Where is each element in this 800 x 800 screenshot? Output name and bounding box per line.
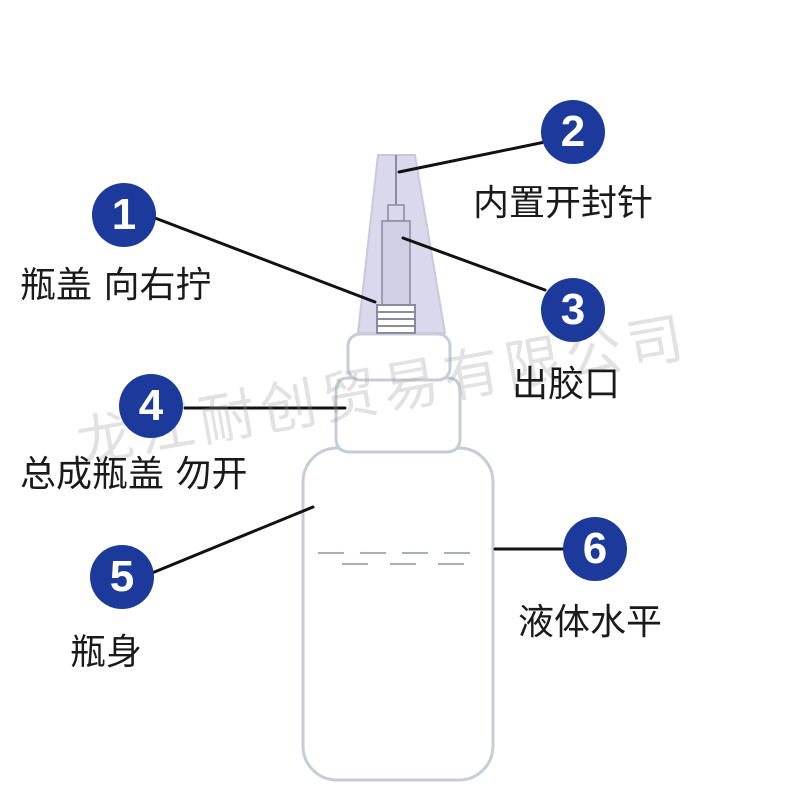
callout-label-3: 出胶口 (512, 364, 621, 405)
callout-badge-4: 4 (119, 374, 183, 438)
callout-badge-5: 5 (90, 545, 154, 609)
leader-line-2 (397, 140, 547, 174)
bottle-body (301, 446, 495, 782)
assembly-cap (334, 376, 462, 454)
callout-label-4: 总成瓶盖 勿开 (20, 454, 248, 495)
callout-badge-6: 6 (563, 517, 627, 581)
nozzle-thread (376, 304, 416, 334)
leader-line-5 (150, 505, 315, 575)
leader-line-1 (153, 216, 377, 304)
callout-badge-3: 3 (541, 278, 605, 342)
callout-badge-2: 2 (541, 100, 605, 164)
callout-label-5: 瓶身 (70, 632, 143, 673)
callout-badge-1: 1 (92, 183, 156, 247)
outlet-tube (381, 220, 411, 306)
liquid-level-line (318, 552, 470, 565)
leader-line-3 (401, 236, 547, 292)
callout-label-6: 液体水平 (518, 602, 663, 643)
callout-label-2: 内置开封针 (473, 183, 654, 224)
callout-label-1: 瓶盖 向右拧 (20, 265, 212, 306)
